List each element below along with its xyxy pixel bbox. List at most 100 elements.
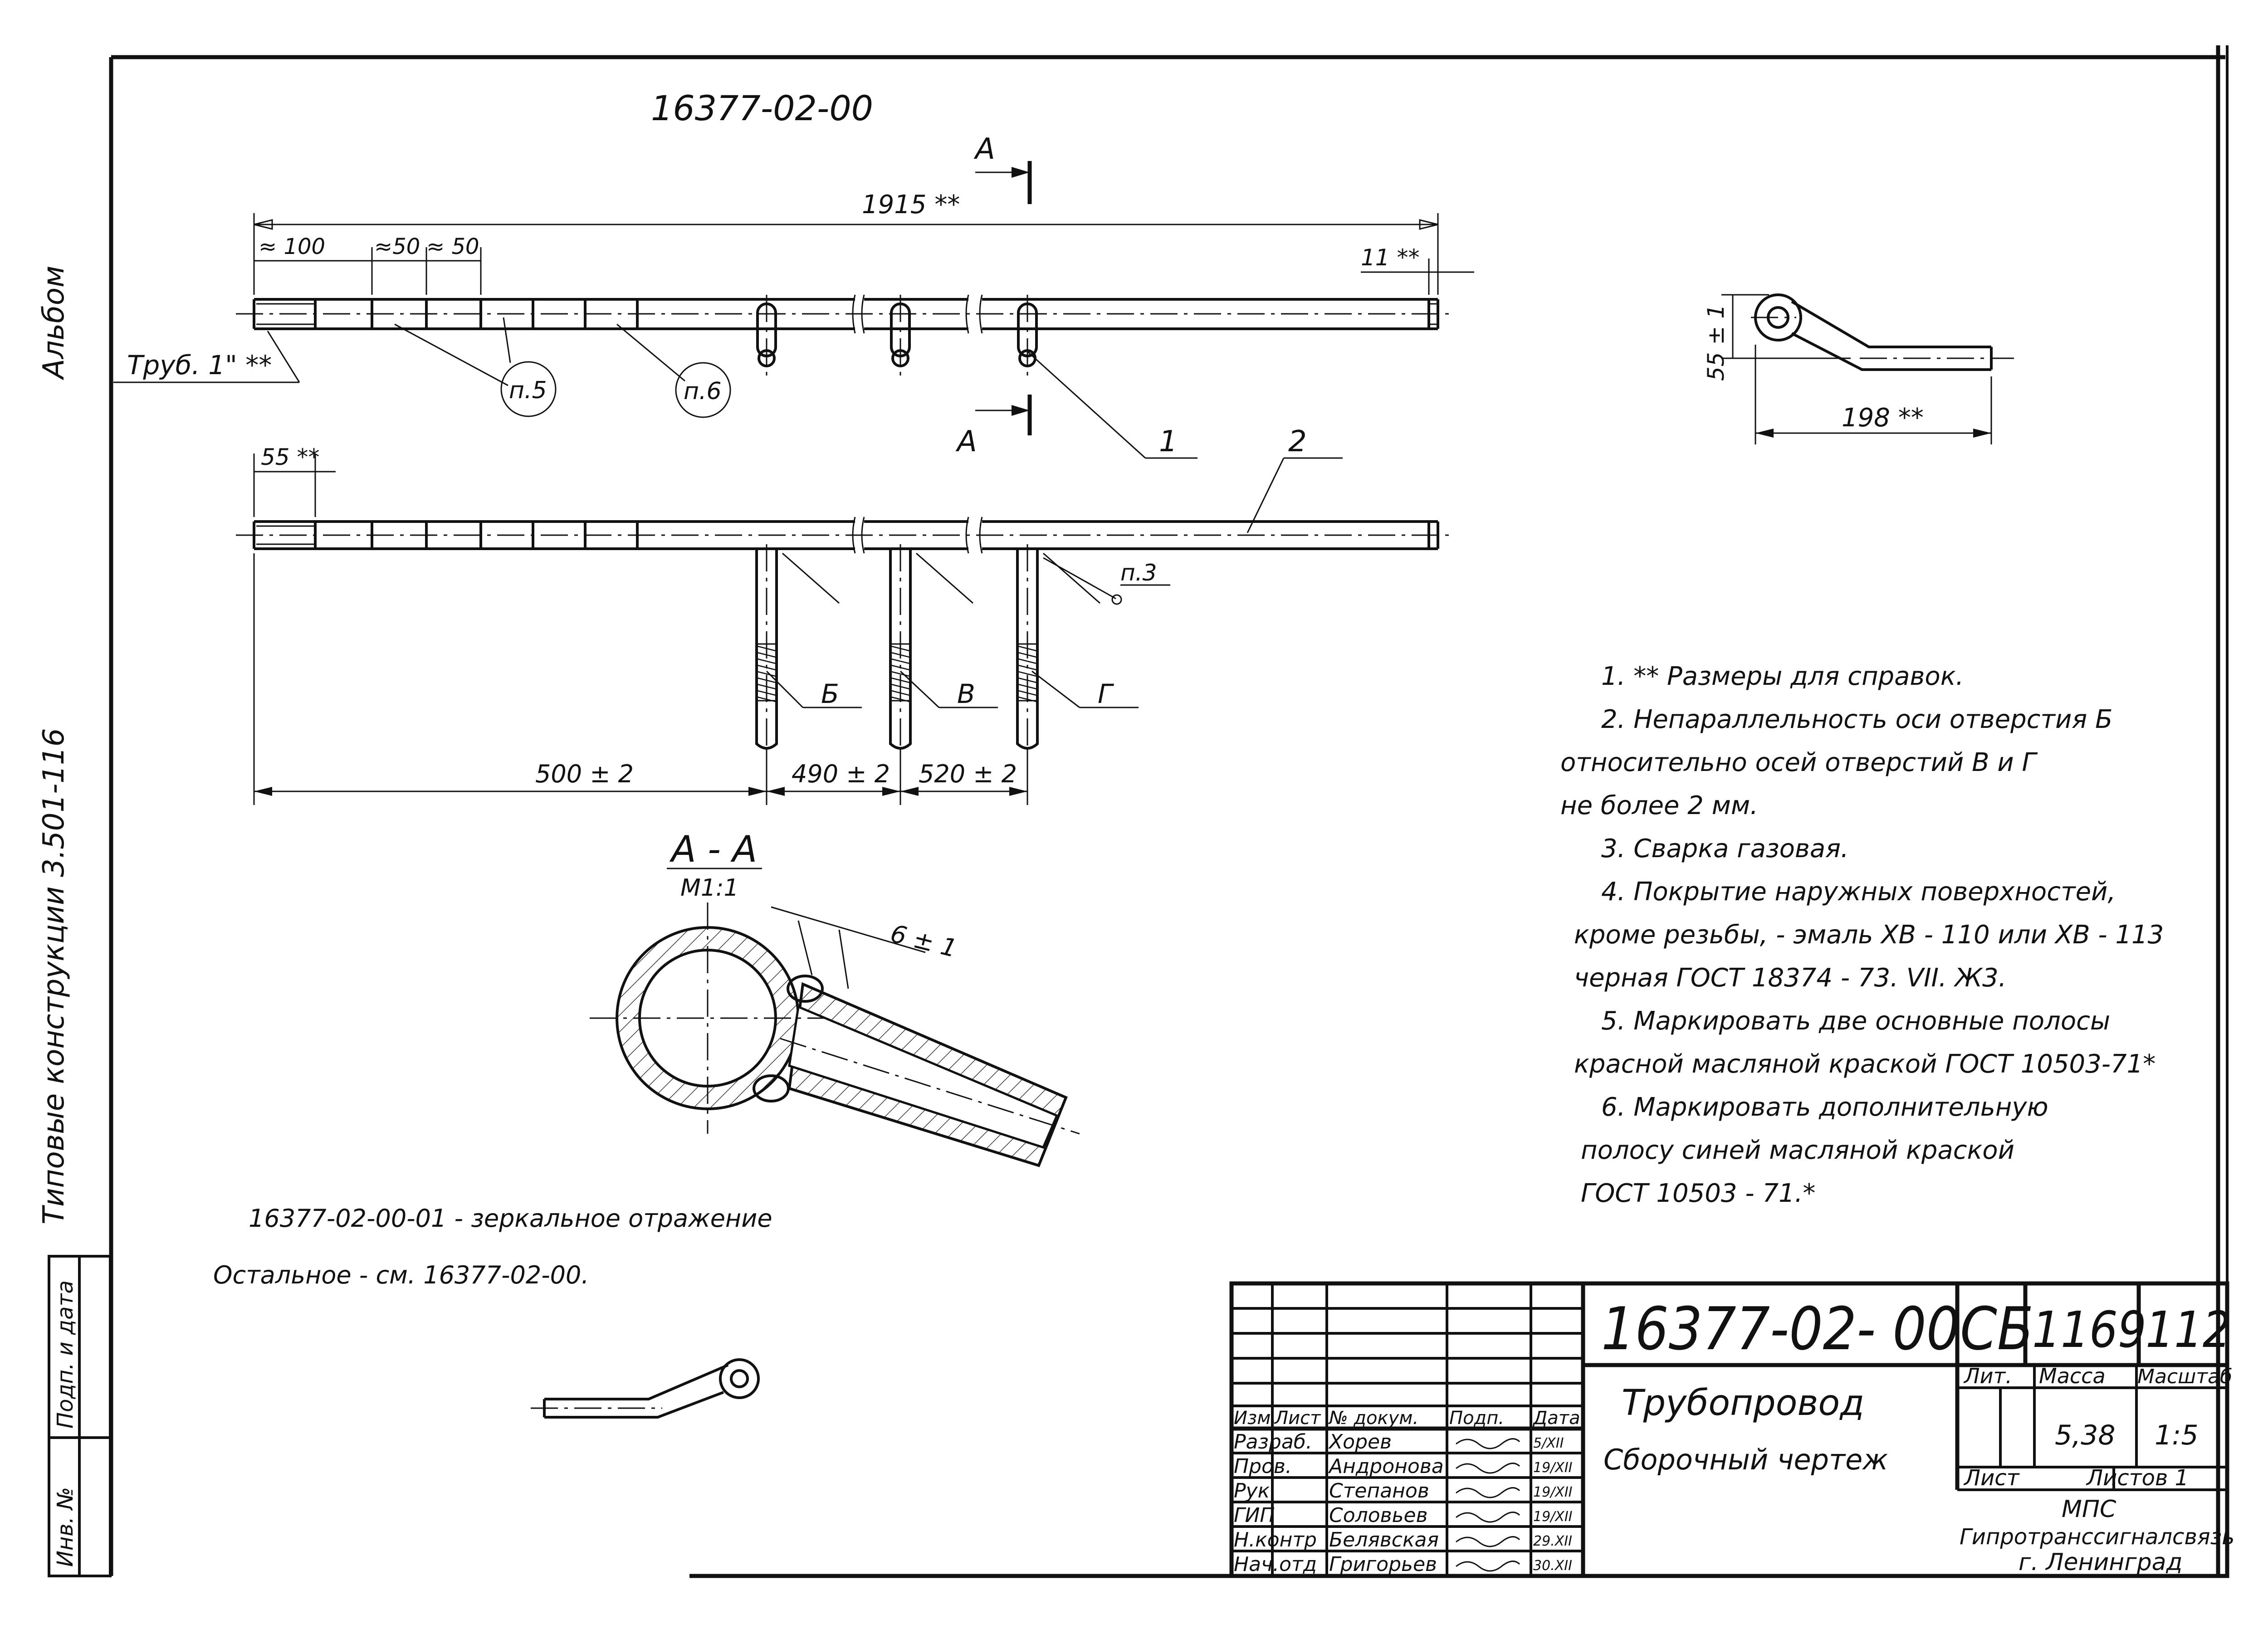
tb-date: 19/XII [1533, 1509, 1573, 1525]
tb-date: 19/XII [1533, 1484, 1573, 1500]
tb-role: Н.контр [1234, 1528, 1317, 1551]
field-1169: 1169 [2032, 1301, 2146, 1359]
mass-value: 5,38 [2055, 1419, 2116, 1451]
tb-role: Разраб. [1234, 1430, 1312, 1454]
tb-header: Подп. [1449, 1408, 1504, 1429]
note-p5: п.5 [509, 377, 547, 404]
h-mass: Масса [2039, 1364, 2106, 1388]
branch-top [890, 295, 911, 376]
dim-520: 520 ± 2 [919, 760, 1017, 788]
tb-person: Степанов [1329, 1479, 1429, 1502]
note-line: 3. Сварка газовая. [1601, 834, 1849, 863]
hole-v: В [957, 678, 975, 709]
sheet-label: Лист [1963, 1465, 2020, 1491]
dim-55: 55 ** [261, 444, 320, 470]
drawing-code: 16377-02-00 [651, 88, 873, 128]
technical-notes: 1. ** Размеры для справок. 2. Непараллель… [1560, 662, 2164, 1208]
dim-1915: 1915 ** [862, 190, 960, 219]
dim-50a: ≈50 [374, 234, 420, 259]
tb-person: Хорев [1328, 1430, 1392, 1454]
org-2: Гипротранссигналсвязь [1960, 1524, 2234, 1550]
note-line: черная ГОСТ 18374 - 73. VII. Ж3. [1574, 963, 2006, 993]
hole-b: Б [821, 678, 839, 709]
tb-role: ГИП [1234, 1504, 1275, 1527]
pipe-label: Труб. 1" ** [127, 350, 272, 380]
note-line: 1. ** Размеры для справок. [1601, 662, 1964, 691]
section-mark-top: А [973, 132, 995, 166]
signed-date-label: Подп. и дата [53, 1280, 78, 1429]
tb-header: Дата [1532, 1408, 1580, 1429]
front-view-dimensions: 55 ** 2 п.3 Б В Г 500 ± 2 490 ± 2 520 ± … [253, 425, 1343, 805]
section-title: А - А [669, 828, 757, 870]
tb-person: Андронова [1328, 1455, 1444, 1478]
note-p3: п.3 [1120, 560, 1157, 586]
tb-role: Нач.отд [1234, 1553, 1317, 1576]
branch-front [1016, 544, 1100, 762]
side-labels: Альбом Типовые конструкции 3.501-116 [37, 266, 71, 1224]
note-p6: п.6 [684, 378, 722, 405]
item-name: Трубопровод [1622, 1383, 1864, 1424]
dim-50b: ≈ 50 [426, 234, 479, 259]
note-line: относительно осей отверстий В и Г [1560, 748, 2038, 777]
note-line: 6. Маркировать дополнительную [1601, 1093, 2048, 1122]
leader-2: 2 [1288, 425, 1307, 458]
front-view [236, 517, 1452, 762]
field-112: 112 [2146, 1301, 2231, 1359]
mirror-detail [531, 1358, 760, 1419]
h-scale: Масштаб [2137, 1365, 2232, 1388]
dim-500: 500 ± 2 [535, 760, 634, 788]
leader-1: 1 [1159, 425, 1178, 458]
tb-person: Соловьев [1329, 1504, 1428, 1527]
dim-490: 490 ± 2 [792, 760, 890, 788]
branch-front [889, 544, 973, 762]
tb-role: Рук. [1234, 1479, 1276, 1502]
inventory-stamp: Инв. № Подп. и дата [48, 1255, 112, 1577]
branch-top [756, 295, 777, 376]
tb-date: 29.XII [1533, 1533, 1572, 1549]
org-1: МПС [2062, 1496, 2116, 1523]
detail-height: 55 ± 1 [1703, 304, 1729, 381]
tb-date: 19/XII [1533, 1460, 1573, 1476]
tb-header: Изм. [1234, 1408, 1276, 1429]
note-line: 5. Маркировать две основные полосы [1601, 1006, 2110, 1036]
side-detail: 55 ± 1 198 ** [1703, 293, 2014, 444]
scale-value: 1:5 [2155, 1419, 2199, 1451]
inv-no-label: Инв. № [53, 1487, 78, 1567]
rest-text: Остальное - см. 16377-02-00. [213, 1261, 589, 1289]
top-view [236, 294, 1452, 376]
tb-header: Лист [1274, 1408, 1321, 1429]
series-label: Типовые конструкции 3.501-116 [37, 728, 71, 1225]
tb-role: Пров. [1234, 1455, 1292, 1478]
tb-person: Григорьев [1329, 1553, 1437, 1576]
weld-dim: 6 ± 1 [888, 919, 960, 963]
top-view-dimensions: 1915 ** ≈ 100 ≈50 ≈ 50 11 ** Труб. 1" **… [113, 132, 1474, 459]
section-mark-bottom: А [955, 425, 977, 458]
tb-header: № докум. [1328, 1408, 1418, 1429]
dim-11: 11 ** [1361, 244, 1420, 271]
section-a-a: А - А М1:1 6 ± 1 [590, 828, 1080, 1167]
tb-date: 5/XII [1533, 1435, 1564, 1451]
branch-front [755, 544, 840, 762]
section-scale: М1:1 [680, 874, 739, 902]
note-line: ГОСТ 10503 - 71.* [1581, 1179, 1815, 1208]
tb-person: Белявская [1329, 1528, 1439, 1551]
doc-code: 16377-02- 00СБ [1601, 1294, 2033, 1363]
note-line: 4. Покрытие наружных поверхностей, [1601, 877, 2116, 907]
sheets-label: Листов 1 [2086, 1465, 2189, 1491]
doc-type: Сборочный чертеж [1603, 1443, 1888, 1476]
branch-top [1017, 295, 1038, 376]
tb-date: 30.XII [1533, 1558, 1572, 1574]
note-line: красной масляной краской ГОСТ 10503-71* [1574, 1049, 2156, 1079]
note-line: 2. Непараллельность оси отверстия Б [1601, 705, 2112, 734]
detail-width: 198 ** [1842, 403, 1924, 433]
dim-100: ≈ 100 [259, 234, 325, 259]
org-3: г. Ленинград [2019, 1549, 2182, 1576]
hole-g: Г [1098, 678, 1114, 709]
album-label: Альбом [37, 266, 71, 380]
mirror-note: 16377-02-00-01 - зеркальное отражение Ос… [213, 1204, 772, 1289]
mirror-text: 16377-02-00-01 - зеркальное отражение [249, 1204, 772, 1233]
note-line: полосу синей масляной краской [1581, 1136, 2014, 1165]
note-line: не более 2 мм. [1560, 791, 1758, 820]
